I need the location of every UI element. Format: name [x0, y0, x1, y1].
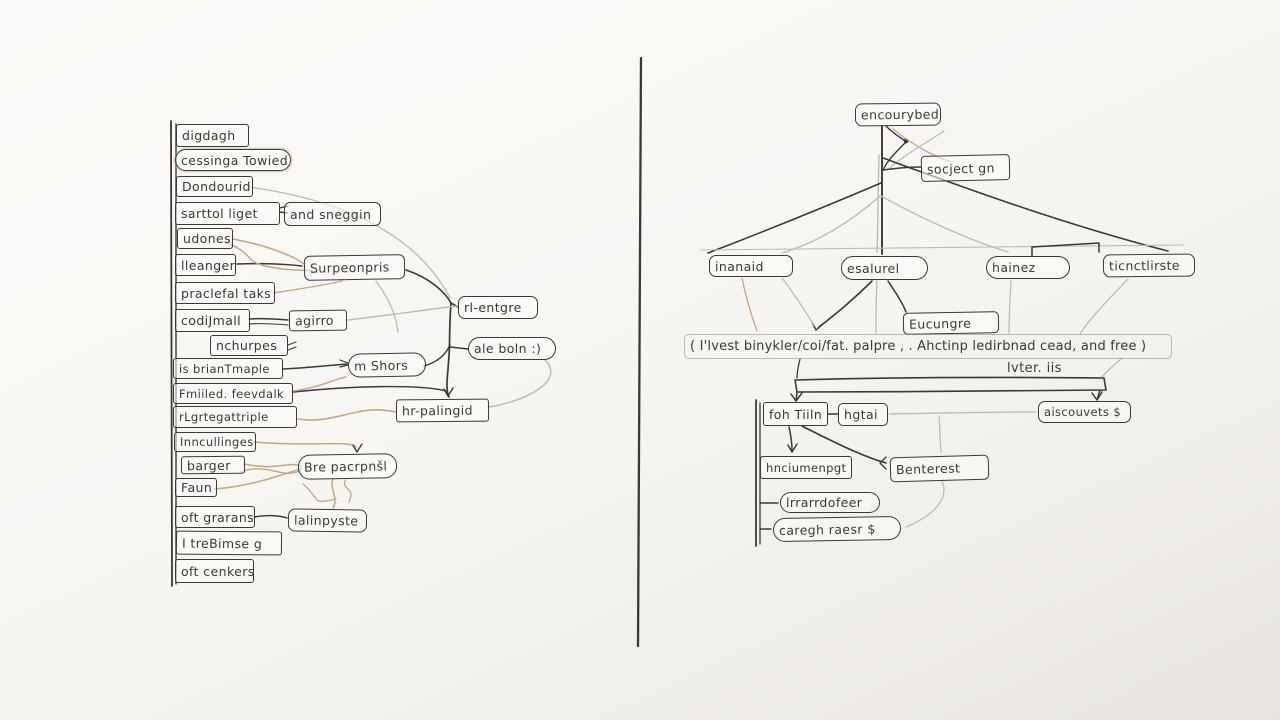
- node-oft-grarans: oft grarans: [175, 506, 255, 528]
- node-ale-boln: ale boln :): [468, 337, 556, 360]
- sub-caption: lvter. iis: [1007, 360, 1062, 376]
- node-socject-gn: socject gn: [920, 154, 1011, 182]
- node-m-shors: m Shors: [347, 352, 427, 378]
- node-oft-cenkers: oft cenkers: [175, 559, 254, 583]
- node-surpeonpris: Surpeonpris: [303, 254, 406, 281]
- node-caregh-raesr: caregh raesr $: [772, 515, 902, 543]
- node-udones: udones: [177, 228, 233, 249]
- node-hainez: hainez: [986, 256, 1070, 279]
- node-lrrarrdofeer: lrrarrdofeer: [780, 492, 880, 513]
- divider-line: [636, 56, 643, 648]
- node-hnciumenpgt: hnciumenpgt: [760, 456, 852, 479]
- node-eucungre: Eucungre: [902, 311, 1000, 335]
- node-rl-entgre: rl-entgre: [458, 296, 538, 319]
- node-rlgrtegattriple: rLgrtegattriple: [173, 406, 297, 428]
- node-inanaid: inanaid: [709, 255, 793, 277]
- node-praclefal-taks: praclefal taks: [175, 282, 275, 304]
- node-codijmall: codiJmall: [175, 309, 250, 332]
- node-aiscouvets: aiscouvets $: [1038, 401, 1131, 423]
- node-dondourid: Dondourid: [176, 176, 253, 197]
- node-lleanger: lleanger: [175, 254, 236, 276]
- node-esalurel: esalurel: [841, 256, 928, 280]
- node-benterest: Benterest: [889, 454, 990, 483]
- node-sarttol-liget: sarttol liget: [175, 202, 280, 225]
- node-hgtai: hgtai: [838, 403, 888, 426]
- caption-line: ( I'lvest binykler/coi/fat. palpre , . A…: [684, 334, 1172, 359]
- node-bre-pacrpnsl: Bre pacrpnšl: [297, 453, 398, 480]
- node-barger: barger: [180, 455, 246, 475]
- node-and-sneggin: and sneggin: [284, 202, 381, 226]
- node-lalinpyste: lalinpyste: [287, 508, 368, 533]
- node-hr-palingid: hr-palingid: [395, 398, 490, 423]
- node-encourybed: encourybed: [854, 102, 942, 127]
- node-digdagh: digdagh: [176, 124, 249, 147]
- node-nchurpes: nchurpes: [210, 335, 288, 356]
- node-ticnctlirste: ticnctlirste: [1102, 253, 1196, 278]
- node-faun: Faun: [175, 478, 217, 497]
- node-foh-tiiln: foh Tiiln: [763, 402, 828, 426]
- node-i-trebimse-g: I treBimse g: [175, 530, 283, 556]
- node-is-briantmaple: is brianTmaple: [173, 358, 283, 379]
- node-agirro: agirro: [288, 309, 348, 332]
- node-fmiiled-feevdalk: Fmiiled. feevdalk: [173, 383, 293, 404]
- node-cessinga-towied: cessinga Towied: [175, 149, 291, 171]
- node-inncullinges: Inncullinges: [174, 432, 256, 452]
